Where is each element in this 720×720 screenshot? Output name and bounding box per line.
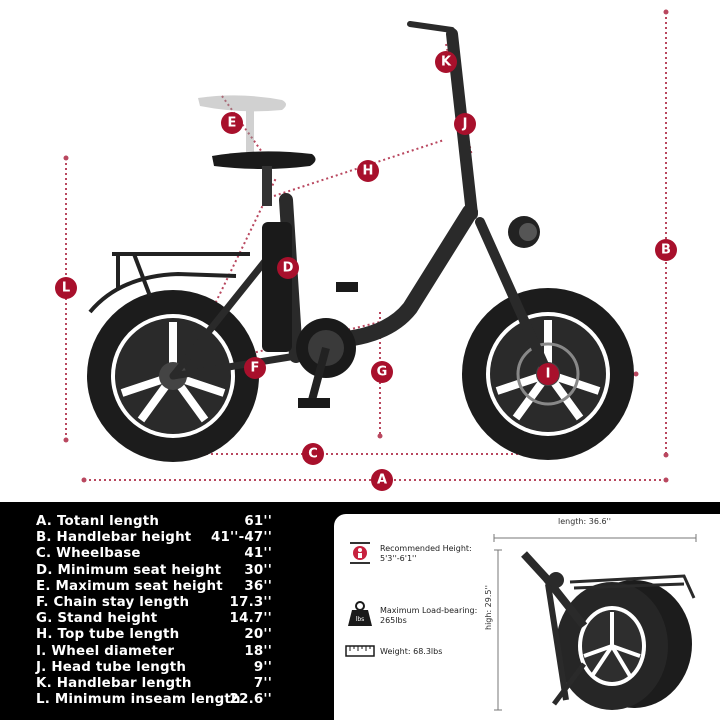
marker-j: J [454, 113, 476, 135]
raised-seat-ghost [198, 95, 286, 154]
person-height-icon [350, 542, 370, 564]
spec-value: 14.7'' [229, 611, 272, 627]
marker-d: D [277, 257, 299, 279]
spec-value: 20'' [244, 627, 272, 643]
svg-text:C: C [308, 447, 318, 462]
spec-label: D. Minimum seat height [36, 562, 222, 578]
marker-e: E [221, 112, 243, 134]
spec-label: B. Handlebar height [36, 530, 192, 546]
spec-label: E. Maximum seat height [36, 578, 223, 594]
svg-text:L: L [62, 281, 70, 296]
marker-b: B [655, 239, 677, 261]
folded-card: lbs length: 36.6'' high: 29.5'' Recommen… [334, 514, 720, 720]
spec-row: I. Wheel diameter 18'' [36, 644, 272, 660]
folded-bike-illustration: lbs [345, 534, 697, 711]
svg-text:A: A [377, 473, 387, 488]
marker-k: K [435, 51, 457, 73]
battery [262, 222, 292, 352]
spec-value: 36'' [244, 578, 272, 594]
marker-l: L [55, 277, 77, 299]
spec-label: C. Wheelbase [36, 546, 141, 562]
spec-row: J. Head tube length 9'' [36, 660, 272, 676]
bike-illustration: A B C D E F G H I J K L [55, 9, 677, 491]
headlight [508, 216, 540, 248]
svg-text:I: I [546, 367, 551, 382]
spec-value: 18'' [244, 643, 272, 659]
spec-value: 61'' [244, 514, 272, 529]
svg-text:D: D [283, 261, 294, 276]
spec-row: G. Stand height 14.7'' [36, 611, 272, 627]
recommended-height-value: 5'3''-6'1'' [380, 554, 417, 563]
svg-text:H: H [363, 164, 374, 179]
spec-panel: A. Totanl length 61'' B. Handlebar height 4… [0, 502, 720, 720]
marker-a: A [371, 469, 393, 491]
spec-value: 30'' [244, 562, 272, 578]
spec-row: K. Handlebar length 7'' [36, 676, 272, 692]
svg-text:lbs: lbs [356, 616, 365, 623]
spec-value: 41'' [244, 546, 272, 562]
spec-value: 9'' [253, 659, 272, 675]
spec-row: H. Top tube length 20'' [36, 627, 272, 643]
spec-value: 7'' [253, 675, 272, 691]
svg-text:J: J [462, 117, 468, 132]
svg-text:G: G [377, 365, 388, 380]
spec-label: H. Top tube length [36, 627, 180, 643]
marker-h: H [357, 160, 379, 182]
max-load-value: 265lbs [380, 616, 407, 625]
seat [212, 151, 316, 206]
spec-label: A. Totanl length [36, 514, 160, 529]
svg-text:K: K [441, 55, 452, 70]
svg-text:F: F [251, 361, 260, 376]
spec-label: J. Head tube length [36, 659, 187, 675]
spec-row: C. Wheelbase 41'' [36, 546, 272, 562]
spec-label: I. Wheel diameter [36, 643, 175, 659]
weight-label: Weight: 68.3lbs [380, 647, 443, 656]
svg-text:B: B [661, 243, 671, 258]
marker-c: C [302, 443, 324, 465]
spec-label: K. Handlebar length [36, 675, 192, 691]
spec-value: 41''-47'' [210, 530, 272, 546]
spec-row: B. Handlebar height 41''-47'' [36, 530, 272, 546]
folded-bike [521, 551, 696, 710]
folded-length-label: length: 36.6'' [558, 517, 611, 526]
spec-row: F. Chain stay length 17.3'' [36, 595, 272, 611]
rear-rack [88, 252, 250, 314]
crankset [296, 282, 358, 408]
load-weight-icon: lbs [348, 601, 372, 626]
spec-label: G. Stand height [36, 611, 158, 627]
spec-row: A. Totanl length 61'' [36, 514, 272, 530]
spec-list: A. Totanl length 61'' B. Handlebar height 4… [36, 514, 272, 708]
bike-diagram: A B C D E F G H I J K L [55, 9, 677, 491]
spec-value: 17.3'' [229, 594, 272, 610]
spec-row: E. Maximum seat height 36'' [36, 579, 272, 595]
max-load-title: Maximum Load-bearing: [380, 606, 478, 615]
spec-row: D. Minimum seat height 30'' [36, 563, 272, 579]
svg-text:E: E [228, 116, 237, 131]
spec-label: F. Chain stay length [36, 594, 190, 610]
spec-label: L. Minimum inseam length [36, 692, 241, 708]
spec-value: 22.6'' [229, 692, 272, 708]
marker-g: G [371, 361, 393, 383]
marker-f: F [244, 357, 266, 379]
marker-i: I [537, 363, 559, 385]
ruler-icon [345, 645, 375, 657]
recommended-height-title: Recommended Height: [380, 544, 472, 553]
folded-height-label: high: 29.5'' [484, 585, 493, 630]
